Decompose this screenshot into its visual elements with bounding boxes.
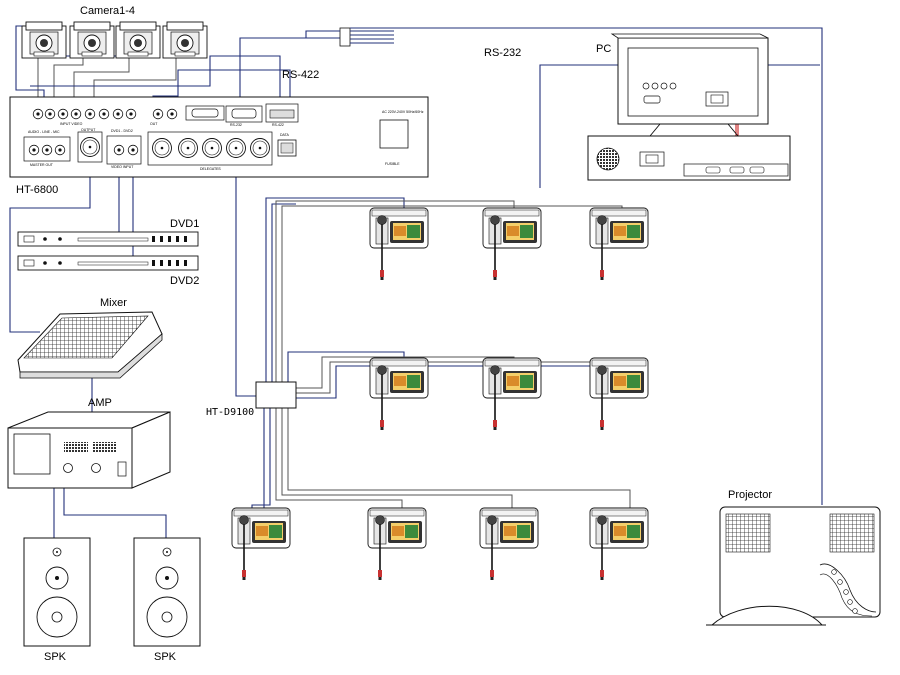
delegate-unit (369, 207, 429, 281)
panel-dvd-in: DVD1 - DVD2 (111, 129, 133, 133)
amplifier: AMP (7, 397, 171, 489)
speaker-left: SPK (23, 537, 91, 663)
pc: PC (587, 33, 791, 181)
delegate-unit (589, 207, 649, 281)
distributor-ht-d9100: HT-D9100 (206, 381, 297, 418)
camera-4 (162, 21, 208, 59)
camera-3 (115, 21, 161, 59)
panel-audio-in: AUDIO - LINE - MIC (28, 130, 60, 134)
panel-fusible: FUSIBLE (385, 162, 400, 166)
dvd-1: DVD1 (17, 218, 199, 247)
panel-video-in: INPUT VIDEO (60, 122, 83, 126)
delegate-unit (369, 357, 429, 431)
panel-rs232: RS-232 (230, 123, 242, 127)
distributor-label: HT-D9100 (206, 407, 254, 418)
main-unit-label: HT-6800 (16, 184, 58, 196)
panel-out: OUT (150, 122, 158, 126)
panel-video-input: VIDEO INPUT (111, 165, 134, 169)
projector: Projector (706, 489, 881, 626)
panel-data: DATA (280, 133, 289, 137)
camera-group: Camera1-4 (21, 5, 208, 59)
main-unit-ht-6800: INPUT VIDEO OUT RS-232 RS-422 AC 220V-24… (9, 96, 429, 196)
cameras-label: Camera1-4 (80, 5, 135, 17)
speaker-right: SPK (133, 537, 201, 663)
mixer-label: Mixer (100, 297, 127, 309)
amp-label: AMP (88, 397, 112, 409)
projector-label: Projector (728, 489, 772, 501)
panel-rs422: RS-422 (272, 123, 284, 127)
dvd1-label: DVD1 (170, 218, 199, 230)
panel-voltage: AC 220V-240V 50Hz/60Hz (382, 110, 424, 114)
camera-2 (69, 21, 115, 59)
delegate-unit (367, 507, 427, 581)
camera-1 (21, 21, 67, 59)
dvd-2: DVD2 (17, 255, 199, 287)
mixer: Mixer (17, 297, 163, 379)
panel-master-out: MASTER OUT (30, 163, 54, 167)
delegate-unit (589, 507, 649, 581)
spk-right-label: SPK (154, 651, 177, 663)
panel-delegates: DELEGATES (200, 167, 221, 171)
panel-output: OUTPUT (81, 128, 96, 132)
delegate-unit (479, 507, 539, 581)
delegate-unit (482, 357, 542, 431)
dvd2-label: DVD2 (170, 275, 199, 287)
spk-left-label: SPK (44, 651, 67, 663)
rs232-label: RS-232 (484, 47, 521, 59)
rs422-label: RS-422 (282, 69, 319, 81)
delegate-unit (231, 507, 291, 581)
delegate-unit (482, 207, 542, 281)
delegate-unit (589, 357, 649, 431)
pc-label: PC (596, 43, 611, 55)
